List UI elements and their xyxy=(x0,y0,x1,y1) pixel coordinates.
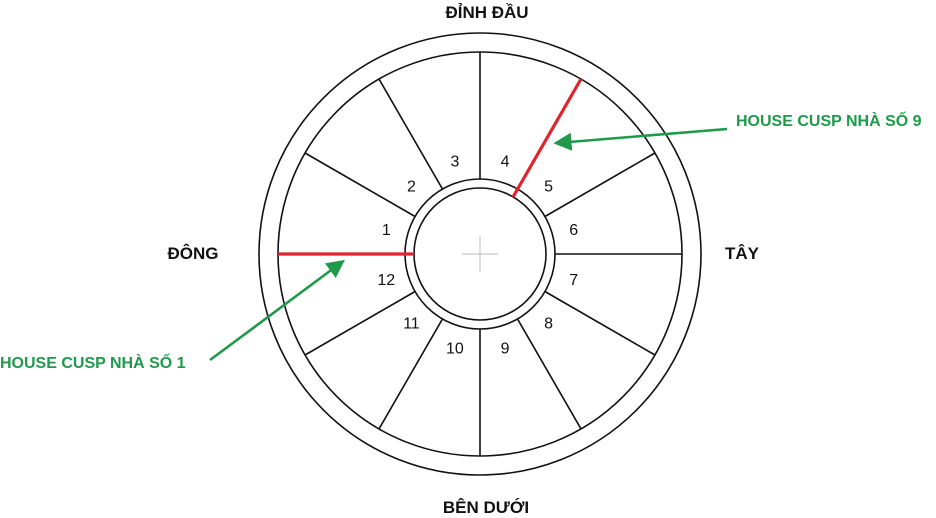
house-spoke xyxy=(544,290,656,356)
house-1-callout-arrow xyxy=(209,259,345,362)
house-spoke xyxy=(304,152,416,218)
house-9-callout-arrow xyxy=(553,127,728,151)
house-number-3: 3 xyxy=(450,153,459,170)
house-number-2: 2 xyxy=(407,178,416,195)
house-number-1: 1 xyxy=(382,222,391,239)
house-number-8: 8 xyxy=(544,316,553,333)
house-number-12: 12 xyxy=(377,272,395,289)
house-spoke xyxy=(516,318,582,430)
house-number-6: 6 xyxy=(569,222,578,239)
house-spoke xyxy=(304,290,416,356)
house-spoke xyxy=(544,152,656,218)
house-spoke xyxy=(378,318,444,430)
house-1-callout-label: HOUSE CUSP NHÀ SỐ 1 xyxy=(0,352,186,372)
direction-top-label: ĐỈNH ĐẦU xyxy=(445,3,528,22)
direction-bottom-label: BÊN DƯỚI xyxy=(443,498,529,517)
house-number-4: 4 xyxy=(501,153,510,170)
house-number-7: 7 xyxy=(569,272,578,289)
house-9-cusp-line xyxy=(511,78,583,198)
house-number-9: 9 xyxy=(501,341,510,358)
outer-ring xyxy=(258,32,702,476)
direction-right-label: TÂY xyxy=(725,244,760,263)
house-spokes xyxy=(304,52,682,456)
house-spoke xyxy=(378,78,444,190)
house-9-callout-label: HOUSE CUSP NHÀ SỐ 9 xyxy=(736,110,922,130)
house-number-11: 11 xyxy=(403,316,420,333)
house-number-10: 10 xyxy=(446,341,464,358)
house-number-5: 5 xyxy=(544,178,553,195)
direction-left-label: ĐÔNG xyxy=(168,244,219,263)
